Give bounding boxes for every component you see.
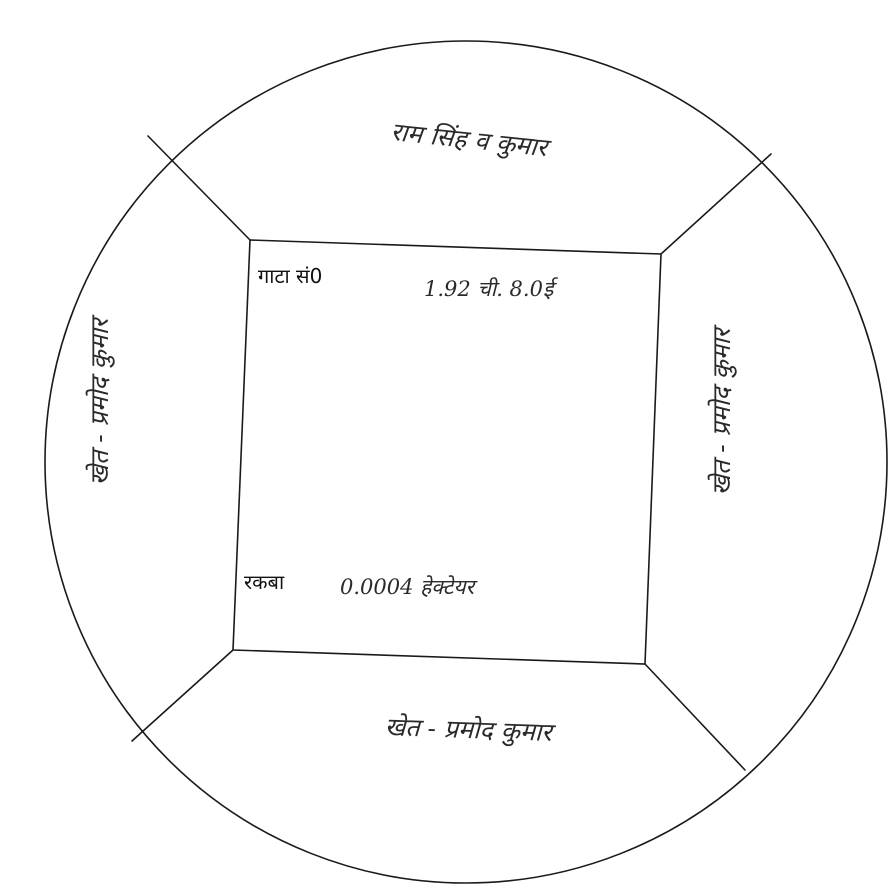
- plot-number-label: गाटा सं0: [258, 264, 322, 288]
- plot-number-value: 1.92 ची. 8.0ई: [424, 277, 558, 301]
- outer-boundary-circle: [44, 40, 888, 884]
- area-value: 0.0004 हेक्टेयर: [340, 575, 479, 599]
- corner-line-bottom-right: [644, 663, 746, 771]
- corner-line-bottom-left: [131, 649, 234, 742]
- area-label: रकबा: [244, 570, 285, 594]
- south-neighbour-label: खेत - प्रमोद कुमार: [384, 712, 556, 748]
- plot-boundary: [232, 239, 662, 665]
- corner-line-top-right: [660, 153, 772, 255]
- north-neighbour-label: राम सिंह व कुमार: [389, 117, 553, 164]
- east-neighbour-label: खेत - प्रमोद कुमार: [707, 324, 737, 496]
- west-neighbour-label: खेत - प्रमोद कुमार: [85, 314, 115, 486]
- corner-line-top-left: [147, 135, 251, 241]
